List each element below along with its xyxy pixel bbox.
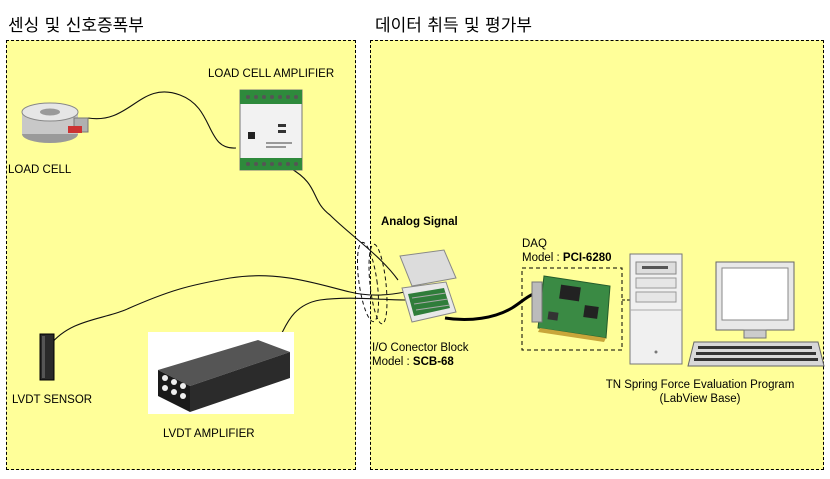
sensing-section-title: 센싱 및 신호증폭부 — [8, 16, 144, 36]
analog-signal-label: Analog Signal — [381, 216, 458, 228]
pc-tower-icon — [628, 252, 686, 371]
program-subtitle: (LabView Base) — [659, 393, 741, 405]
io-block-model: Model : SCB-68 — [372, 356, 454, 368]
acquisition-section-title: 데이터 취득 및 평가부 — [375, 16, 532, 36]
daq-model: Model : PCI-6280 — [522, 252, 612, 264]
amplifier-module-icon — [236, 86, 306, 179]
lvdt-amplifier-label: LVDT AMPLIFIER — [163, 428, 255, 440]
daq-label: DAQ — [522, 238, 547, 250]
lvdt-sensor-icon — [38, 332, 56, 387]
connector-block-icon — [394, 248, 464, 335]
load-cell-amplifier-label: LOAD CELL AMPLIFIER — [208, 68, 335, 80]
keyboard-icon — [686, 338, 826, 375]
load-cell-icon — [12, 98, 92, 151]
load-cell-label: LOAD CELL — [8, 164, 72, 176]
monitor-icon — [710, 258, 800, 345]
daq-card-icon — [530, 272, 620, 349]
program-title: TN Spring Force Evaluation Program — [605, 379, 795, 391]
lvdt-sensor-label: LVDT SENSOR — [12, 394, 93, 406]
io-block-label: I/O Conector Block — [372, 342, 469, 354]
lvdt-amplifier-icon — [148, 332, 294, 419]
